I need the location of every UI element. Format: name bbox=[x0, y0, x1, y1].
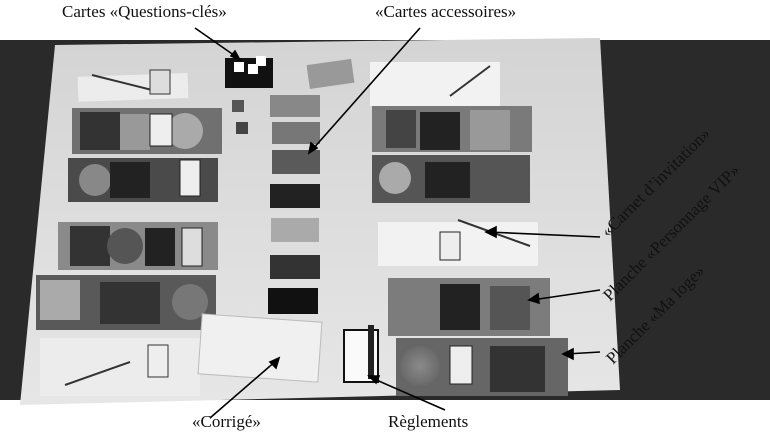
annotation-arrows bbox=[194, 27, 601, 419]
right-boards bbox=[370, 62, 568, 396]
left-boards bbox=[36, 69, 222, 396]
carnet-left-bottom bbox=[40, 338, 200, 396]
accessory-box bbox=[306, 58, 355, 89]
label-corrige: «Corrigé» bbox=[192, 412, 261, 431]
corrige-sheet bbox=[197, 313, 323, 383]
questions-cles-box bbox=[225, 56, 273, 134]
accessory-cards-column bbox=[268, 95, 320, 314]
label-questions-cles: Cartes «Questions-clés» bbox=[62, 2, 227, 21]
label-reglements: Règlements bbox=[388, 412, 469, 431]
label-cartes-accessoires: «Cartes accessoires» bbox=[375, 2, 517, 21]
